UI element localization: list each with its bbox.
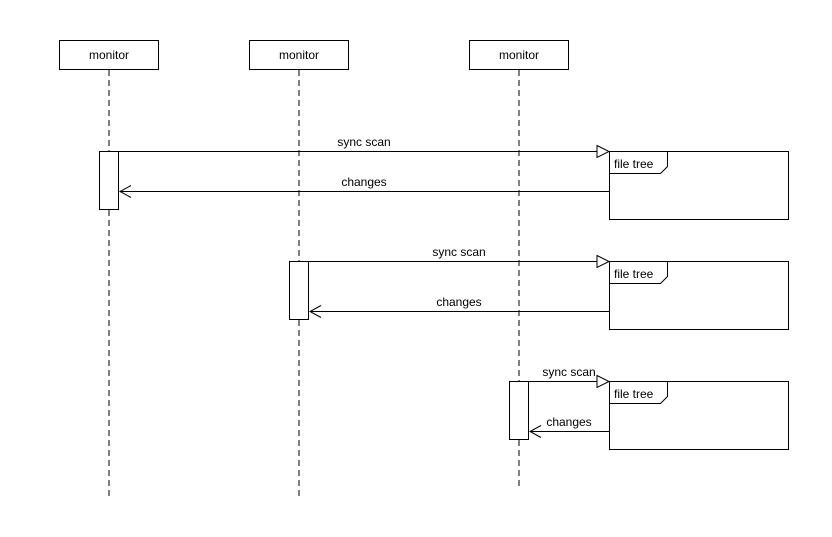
participant-label: monitor (89, 48, 129, 62)
changes-message-3[interactable]: changes (528, 415, 609, 438)
sync-scan-message-2[interactable]: sync scan (309, 245, 611, 269)
file-tree-frame-2[interactable]: file tree (609, 261, 789, 330)
frame-label-tab (609, 261, 668, 284)
open-triangle-arrowhead-icon (596, 374, 611, 389)
message-label: sync scan (542, 365, 595, 379)
participant-box (59, 40, 159, 70)
frame-box (609, 261, 789, 330)
open-arrowhead-icon (308, 305, 322, 318)
changes-message-1[interactable]: changes (118, 175, 609, 198)
participant-monitor-1[interactable]: monitor (59, 40, 159, 70)
frame-label-tab (609, 381, 668, 404)
participant-label: monitor (279, 48, 319, 62)
message-label: changes (546, 415, 591, 429)
frame-label: file tree (614, 157, 654, 171)
sync-scan-message-3[interactable]: sync scan (529, 365, 611, 389)
activation-bar-1[interactable] (99, 151, 119, 210)
frame-label: file tree (614, 267, 654, 281)
frame-box (609, 381, 789, 450)
message-label: changes (341, 175, 386, 189)
frame-box (609, 151, 789, 220)
message-label: sync scan (432, 245, 485, 259)
participant-monitor-3[interactable]: monitor (469, 40, 569, 70)
file-tree-frame-1[interactable]: file tree (609, 151, 789, 220)
open-arrowhead-icon (528, 425, 542, 438)
participant-box (249, 40, 349, 70)
message-label: changes (436, 295, 481, 309)
file-tree-frame-3[interactable]: file tree (609, 381, 789, 450)
participant-monitor-2[interactable]: monitor (249, 40, 349, 70)
open-triangle-arrowhead-icon (596, 254, 611, 269)
sync-scan-message-1[interactable]: sync scan (119, 135, 611, 159)
open-arrowhead-icon (118, 185, 132, 198)
frame-label: file tree (614, 387, 654, 401)
changes-message-2[interactable]: changes (308, 295, 609, 318)
activation-bar-2[interactable] (289, 261, 309, 320)
open-triangle-arrowhead-icon (596, 144, 611, 159)
frame-label-tab (609, 151, 668, 174)
participant-label: monitor (499, 48, 539, 62)
activation-bar-3[interactable] (509, 381, 529, 440)
participant-box (469, 40, 569, 70)
message-label: sync scan (337, 135, 390, 149)
